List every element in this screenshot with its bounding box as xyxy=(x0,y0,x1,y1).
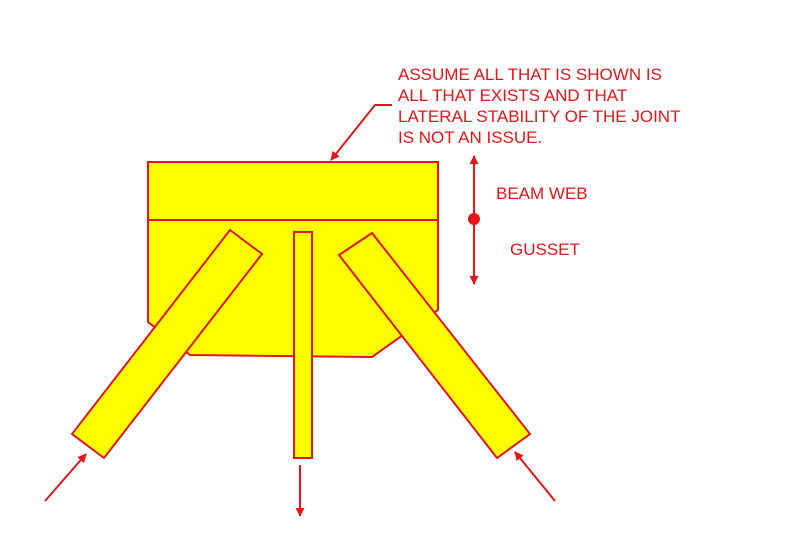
note-line-4: IS NOT AN ISSUE. xyxy=(398,128,542,147)
left-diagonal-member xyxy=(70,228,264,460)
right-diagonal-member xyxy=(337,231,532,460)
legend-dot xyxy=(468,213,480,225)
right-load-arrow xyxy=(514,451,556,502)
left-load-arrow xyxy=(44,453,87,502)
beam-web-label: BEAM WEB xyxy=(496,184,588,203)
note-line-2: ALL THAT EXISTS AND THAT xyxy=(398,86,627,105)
note-line-3: LATERAL STABILITY OF THE JOINT xyxy=(398,107,680,126)
center-vertical-member xyxy=(293,231,313,459)
note-leader xyxy=(330,104,392,161)
gusset-label: GUSSET xyxy=(510,240,580,259)
note-line-1: ASSUME ALL THAT IS SHOWN IS xyxy=(398,65,662,84)
note-text: ASSUME ALL THAT IS SHOWN IS ALL THAT EXI… xyxy=(398,65,685,147)
